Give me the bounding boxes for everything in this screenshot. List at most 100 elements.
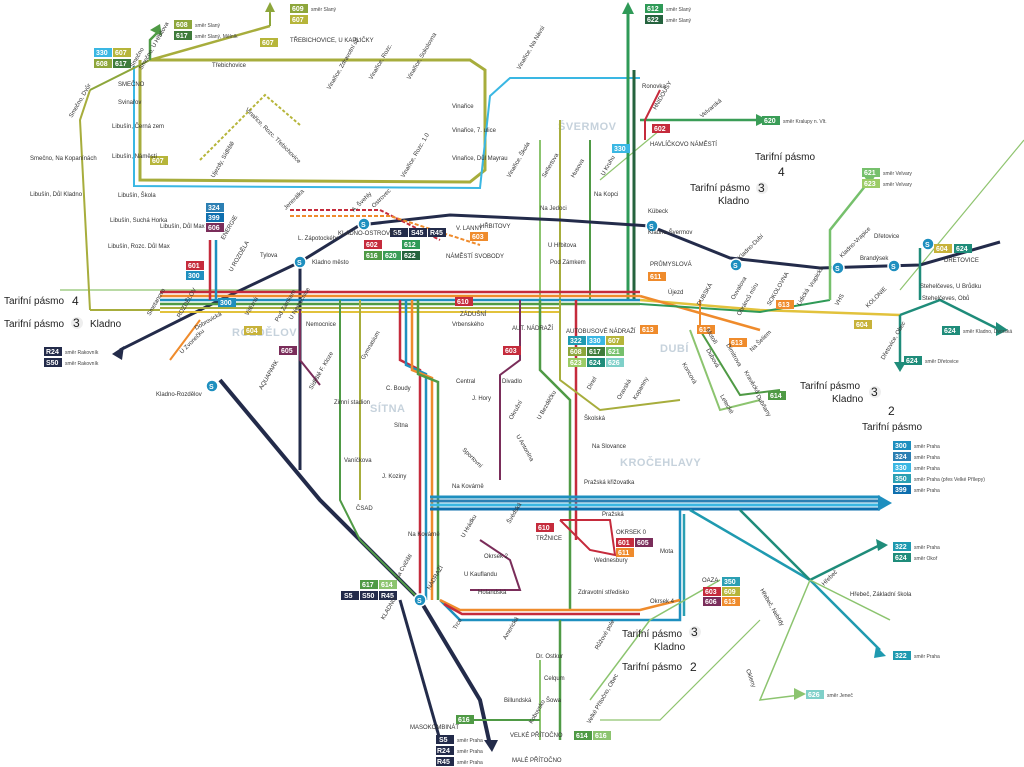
stop-label[interactable]: V. LANNY (456, 226, 483, 232)
train-station-icon[interactable] (729, 258, 743, 272)
stop-label[interactable]: VELKÉ PŘÍTOČNO (510, 731, 563, 739)
stop-label[interactable]: NÁMĚSTÍ SVOBODY (446, 252, 504, 260)
stop-label[interactable]: Wednesbury (594, 558, 628, 564)
stop-label[interactable]: Dinel (587, 376, 599, 391)
stop-label[interactable]: Vinařice, Rozc. 1.0 (401, 132, 432, 179)
stop-label[interactable]: J. Hory (472, 396, 491, 402)
route-badge[interactable]: S5 (390, 228, 408, 237)
stop-label[interactable]: Hřebeč, Nebřdy (758, 588, 784, 627)
route-badge[interactable]: 601 (616, 538, 634, 547)
stop-label[interactable]: Kladno-Vrapice (839, 226, 873, 260)
stop-label[interactable]: AUTOBUSOVÉ NÁDRAŽÍ (566, 327, 636, 335)
stop-label[interactable]: Hřebeč, Základní škola (850, 592, 912, 598)
stop-label[interactable]: Na Kopci (594, 192, 618, 198)
stop-label[interactable]: Okleny (744, 669, 756, 689)
stop-label[interactable]: Na Šeliem (748, 329, 773, 354)
route-badge[interactable]: 609 (722, 587, 740, 596)
stop-label[interactable]: KLADNO (381, 596, 399, 621)
stop-label[interactable]: MASOKOMBINÁT (410, 724, 459, 731)
stop-label[interactable]: ZÁDUŠNÍ (460, 311, 487, 318)
stop-label[interactable]: Kladno-Dubí (737, 233, 765, 261)
route-badge[interactable]: R45 (379, 591, 397, 600)
route-badge[interactable]: 350 (722, 577, 740, 586)
route-badge[interactable]: 610 (536, 523, 554, 532)
stop-label[interactable]: VHS (835, 293, 846, 307)
route-badge[interactable]: 324 (206, 203, 224, 212)
stop-label[interactable]: U ROZDĚLA (227, 239, 251, 273)
stop-label[interactable]: Divadlo (502, 379, 523, 385)
stop-label[interactable]: Dřetovice (874, 234, 900, 240)
stop-label[interactable]: AQUAPARK (259, 360, 281, 391)
stop-label[interactable]: SMEČNO (118, 81, 145, 88)
stop-label[interactable]: Celqum (544, 676, 565, 682)
route-badge[interactable]: 607 (113, 48, 131, 57)
route-badge[interactable]: S5 (341, 591, 359, 600)
stop-label[interactable]: Vinařice, Rozc. (369, 43, 394, 81)
stop-label[interactable]: Dr. Ostkur (536, 654, 563, 660)
stop-label[interactable]: Stehelčeves, Obů (922, 295, 969, 302)
stop-label[interactable]: Školská (584, 415, 606, 422)
route-badge[interactable]: 621 (606, 347, 624, 356)
route-badge[interactable]: 611 (648, 272, 666, 281)
stop-label[interactable]: Kopaniny (633, 376, 651, 401)
stop-label[interactable]: U Bezděčku (537, 390, 558, 421)
stop-label[interactable]: Koncová (680, 362, 697, 386)
route-badge[interactable]: 624 (587, 358, 605, 367)
stop-label[interactable]: U Kruhu (601, 155, 617, 177)
stop-label[interactable]: Na Slovance (592, 444, 627, 450)
destination-entry[interactable]: 607 (290, 15, 308, 24)
stop-label[interactable]: Smečno, Na Kopanínách (30, 156, 97, 162)
stop-label[interactable]: Billundská (504, 698, 532, 704)
route-badge[interactable]: 608 (568, 347, 586, 356)
stop-label[interactable]: Svinařov (118, 100, 141, 106)
stop-label[interactable]: TRŽNICE (536, 534, 562, 542)
route-badge[interactable]: 626 (606, 358, 624, 367)
stop-label[interactable]: Pražská křižovatka (584, 480, 635, 486)
route-badge[interactable]: 604 (854, 320, 872, 329)
stop-label[interactable]: Libušín, Suchá Horka (110, 218, 168, 224)
train-station-icon[interactable] (293, 255, 307, 269)
route-badge[interactable]: 330 (612, 144, 630, 153)
route-badge[interactable]: 613 (776, 300, 794, 309)
stop-label[interactable]: HAVLÍČKOVO NÁMĚSTÍ (650, 140, 717, 148)
stop-label[interactable]: Kübeck (648, 209, 669, 215)
stop-label[interactable]: U Hrádku (461, 514, 479, 539)
route-badge[interactable]: 601 (186, 261, 204, 270)
stop-label[interactable]: TŘEBICHOVICE, U KAPLIČKY (290, 36, 374, 44)
stop-label[interactable]: Vinařice (452, 104, 474, 110)
stop-label[interactable]: KLADNO-OSTROVEC (338, 231, 399, 237)
stop-label[interactable]: Ostrovec (371, 188, 392, 209)
route-badge[interactable]: 605 (635, 538, 653, 547)
route-badge[interactable]: 620 (383, 251, 401, 260)
stop-label[interactable]: ČSAD (356, 505, 373, 512)
stop-label[interactable]: Gymnasium (361, 330, 382, 361)
stop-label[interactable]: Seifertova (542, 152, 561, 179)
stop-label[interactable]: Šowa (546, 697, 562, 704)
route-badge[interactable]: 611 (616, 548, 634, 557)
stop-label[interactable]: Jenerálka (283, 188, 306, 211)
stop-label[interactable]: L. Zápotockého (298, 236, 340, 242)
stop-label[interactable]: Oravská (617, 378, 634, 401)
route-badge[interactable]: 617 (360, 580, 378, 589)
route-badge[interactable]: 608 (94, 59, 112, 68)
stop-label[interactable]: Husova (571, 158, 587, 179)
stop-label[interactable]: Zdravotní středisko (578, 590, 630, 596)
train-station-icon[interactable] (357, 217, 371, 231)
stop-label[interactable]: Okrsek 2 (484, 554, 509, 560)
stop-label[interactable]: Smečno, Dvůr (68, 83, 93, 119)
route-badge[interactable]: R45 (428, 228, 446, 237)
stop-label[interactable]: Kladno-Švermov (648, 229, 692, 236)
